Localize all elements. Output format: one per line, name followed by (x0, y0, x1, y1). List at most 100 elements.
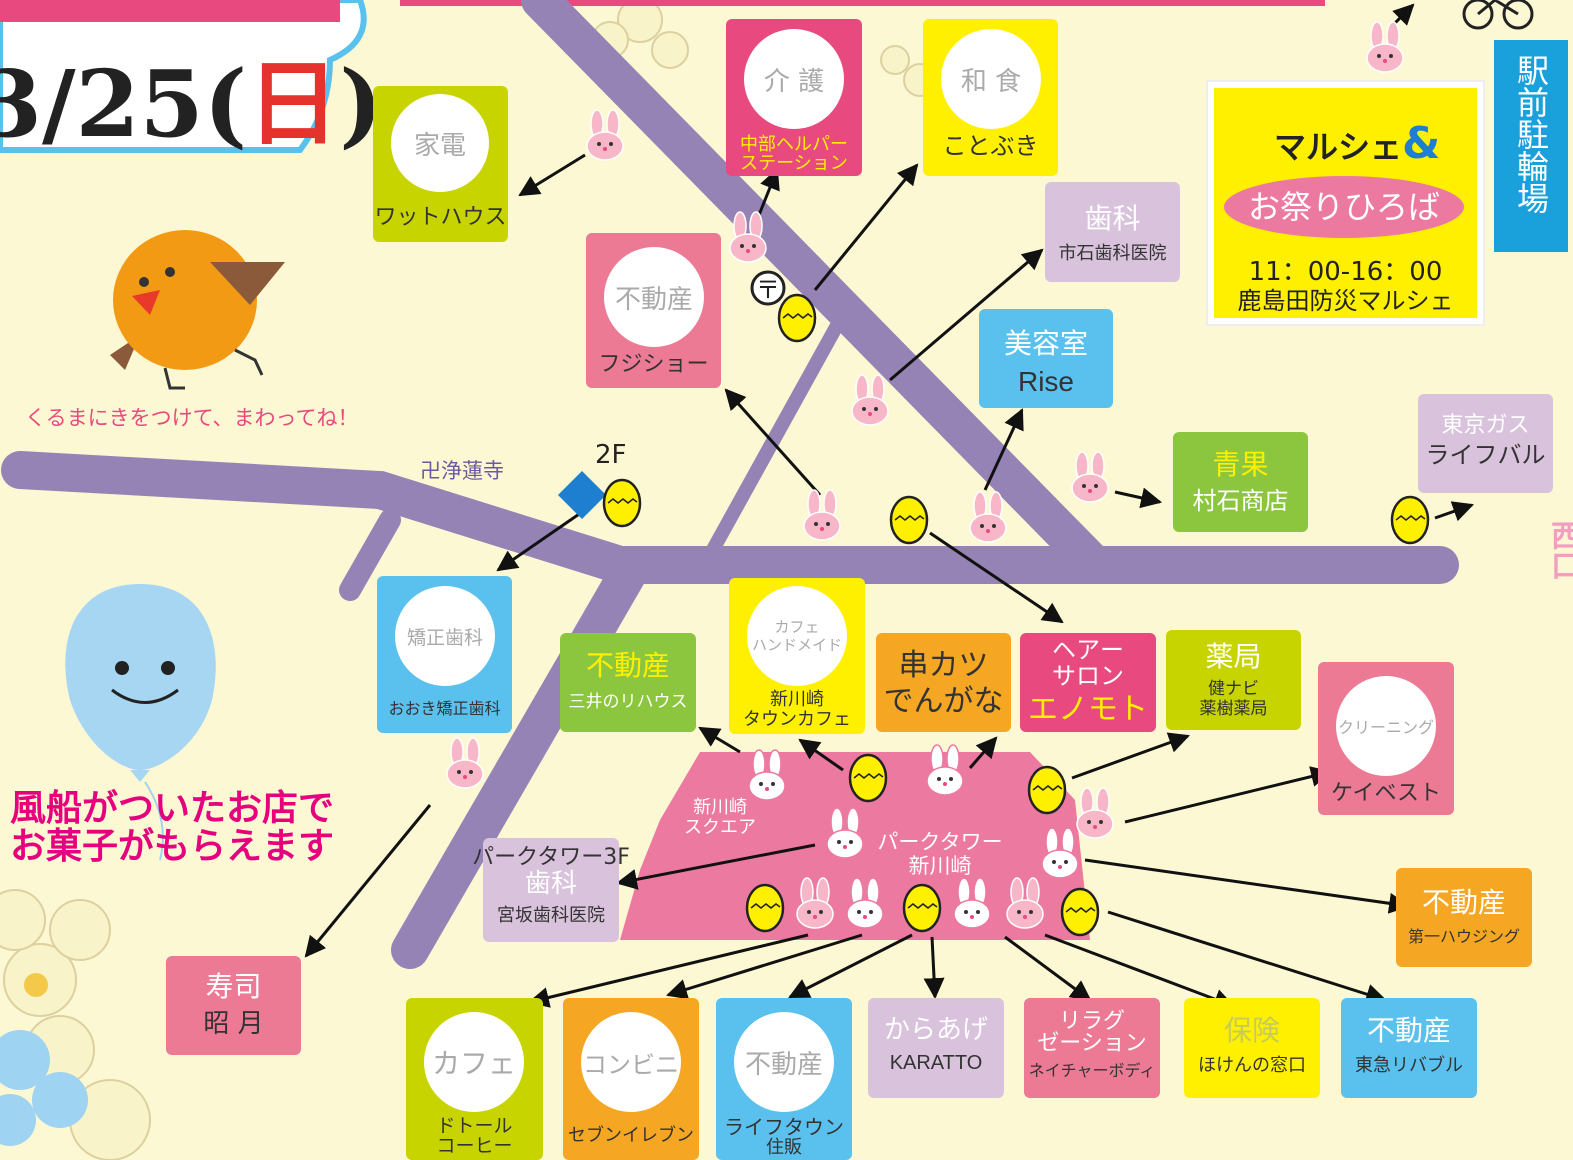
shop-tokyu-category: 不動産 (1366, 1014, 1451, 1047)
shop-daiichi-housing[interactable]: 不動産 第一ハウジング (1396, 868, 1532, 967)
shop-mitsui-name: 三井のリハウス (568, 692, 688, 712)
flower-blue (0, 1030, 88, 1146)
shop-hoken-name: ほけんの窓口 (1198, 1055, 1306, 1076)
shop-town-cafe-category: カフェ ハンドメイド (747, 586, 847, 686)
park-tower-line1: パークタワー (877, 830, 1003, 854)
shop-daiichi-category: 不動産 (1421, 886, 1506, 919)
shop-kaigo-name2: ステーション (740, 153, 848, 174)
svg-text:〒: 〒 (756, 276, 780, 304)
shop-hoken[interactable]: 保険 ほけんの窓口 (1184, 998, 1320, 1098)
shop-washoku-name: ことぶき (942, 132, 1039, 160)
shop-yakkyoku[interactable]: 薬局 健ナビ 薬樹薬局 (1166, 630, 1301, 730)
shop-hair-line2: サロン (1052, 662, 1124, 690)
shop-sushi-name: 昭 月 (203, 1009, 264, 1039)
shop-washoku[interactable]: 和 食 ことぶき (923, 19, 1058, 176)
marche-hours: 11：00-16：00 (1248, 257, 1443, 287)
shop-karatto-name: KARATTO (889, 1052, 983, 1074)
shop-kushikatsu-line2: でんがな (883, 684, 1004, 719)
shop-sushi-shogetsu[interactable]: 寿司 昭 月 (166, 956, 301, 1055)
shop-relax-cat2: ゼーション (1037, 1031, 1147, 1056)
shop-fujisho-name: フジショー (598, 352, 709, 377)
shop-shika-miyasaka[interactable]: パークタワー3F 歯科 宮坂歯科医院 (472, 838, 630, 942)
balloon-notice: 風船がついたお店で お菓子がもらえます (10, 790, 334, 866)
shop-gas-name1: 東京ガス (1441, 413, 1530, 438)
shop-seven-eleven[interactable]: コンビニ セブンイレブン (563, 998, 699, 1160)
shop-miyasaka-name: 宮坂歯科医院 (497, 905, 605, 926)
event-date: 3/25(日) (0, 30, 383, 163)
square-label: 新川崎 スクエア (670, 798, 770, 838)
shop-kyosei-category: 矯正歯科 (395, 586, 495, 686)
shop-kushikatsu-line1: 串カツ (898, 648, 989, 683)
shop-hair-line1: ヘアー (1052, 636, 1124, 664)
shop-cleaning-keibest[interactable]: クリーニング ケイベスト (1318, 662, 1454, 815)
shop-tokyu-name: 東急リバブル (1355, 1055, 1463, 1076)
shop-doutor[interactable]: カフェ ドトール コーヒー (406, 998, 543, 1160)
shop-sushi-category: 寿司 (205, 970, 262, 1003)
flower-center (24, 973, 48, 997)
shop-seika-muraishi[interactable]: 青果 村石商店 (1173, 432, 1308, 532)
shop-tokyo-gas[interactable]: 東京ガス ライフバル (1418, 394, 1553, 493)
station-label: 駅前駐輪場 (1512, 54, 1550, 214)
shop-yakkyoku-name2: 薬樹薬局 (1199, 699, 1268, 719)
shop-biyou-name: Rise (1017, 366, 1074, 397)
bird-mascot (110, 230, 285, 390)
shop-kaden-name: ワットハウス (374, 205, 507, 230)
shop-seika-category: 青果 (1212, 448, 1269, 481)
marche-subtitle: 鹿島田防災マルシェ (1237, 287, 1454, 315)
shop-karaage-karatto[interactable]: からあげ KARATTO (868, 998, 1004, 1098)
shop-biyou-rise[interactable]: 美容室 Rise (979, 309, 1113, 408)
mascot-caption: くるまにきをつけて、まわってね！ (25, 406, 359, 430)
date-text: 3/25( (0, 50, 248, 158)
floor-2f-label: 2F (595, 440, 627, 470)
shop-karatto-category: からあげ (883, 1015, 988, 1045)
shop-mitsui-category: 不動産 (585, 649, 670, 682)
shop-tokyu-livable[interactable]: 不動産 東急リバブル (1341, 998, 1477, 1098)
shop-kaden[interactable]: 家電 ワットハウス (373, 86, 508, 242)
shop-lifetown-name1: ライフタウン (724, 1115, 844, 1139)
shop-gas-name2: ライフバル (1425, 441, 1546, 469)
marche-panel: マルシェ& お祭りひろば 11：00-16：00 鹿島田防災マルシェ (1206, 80, 1485, 326)
shop-kyosei-ooki[interactable]: 矯正歯科 おおき矯正歯科 (377, 576, 512, 733)
shop-relaxation[interactable]: リラグ ゼーション ネイチャーボディ (1024, 998, 1160, 1098)
marche-title: マルシェ& (1274, 118, 1440, 169)
shop-hair-name: エノモト (1028, 692, 1148, 727)
park-tower-line2: 新川崎 (908, 854, 972, 878)
shop-hoken-category: 保険 (1223, 1014, 1280, 1047)
weekday: 日 (247, 50, 340, 158)
shop-fujisho[interactable]: 不動産 フジショー (586, 233, 721, 388)
shop-lifetown[interactable]: 不動産 ライフタウン 住販 (716, 998, 852, 1160)
shop-mitsui-rehouse[interactable]: 不動産 三井のリハウス (560, 633, 696, 732)
festival-plaza-pill: お祭りひろば (1224, 176, 1464, 238)
bicycle-icon (1462, 0, 1534, 30)
square-line1: 新川崎 (693, 797, 747, 818)
temple-label: 卍浄蓮寺 (420, 459, 504, 483)
shop-yakkyoku-category: 薬局 (1205, 640, 1262, 673)
shop-town-cafe-name2: タウンカフェ (743, 709, 851, 730)
west-exit-label: 西口 (1545, 520, 1573, 580)
shop-seven-category: コンビニ (581, 1012, 681, 1112)
building-2f-icon (557, 470, 607, 520)
post-office-icon: 〒 (750, 270, 786, 306)
shop-kushikatsu[interactable]: 串カツ でんがな (876, 633, 1011, 732)
shop-fujisho-category: 不動産 (604, 247, 704, 347)
shop-kaden-category: 家電 (391, 94, 489, 192)
shop-hair-enomoto[interactable]: ヘアー サロン エノモト (1020, 633, 1156, 732)
square-line2: スクエア (684, 817, 756, 838)
shop-town-cafe-cat2: ハンドメイド (751, 636, 842, 654)
shop-kyosei-name: おおき矯正歯科 (388, 699, 501, 718)
shop-shika-ichiishi-category: 歯科 (1084, 202, 1141, 235)
shop-miyasaka-category: 歯科 (524, 869, 577, 899)
shop-shika-ichiishi[interactable]: 歯科 市石歯科医院 (1045, 182, 1180, 282)
arrows (304, 3, 1474, 1010)
shop-shika-ichiishi-name: 市石歯科医院 (1058, 243, 1167, 264)
shop-town-cafe-cat1: カフェ (774, 618, 820, 636)
balloon-notice-line2: お菓子がもらえます (10, 826, 335, 867)
plaza-area (620, 752, 1090, 940)
shop-seika-name: 村石商店 (1192, 487, 1289, 515)
shop-town-cafe[interactable]: カフェ ハンドメイド 新川崎 タウンカフェ (729, 578, 865, 734)
shop-miyasaka-top: パークタワー3F (472, 845, 630, 870)
header-band (0, 0, 340, 22)
station-bicycle-parking: 駅前駐輪場 (1494, 40, 1568, 252)
shop-kaigo[interactable]: 介 護 中部ヘルパー ステーション (726, 19, 862, 176)
road (1, 0, 1459, 969)
